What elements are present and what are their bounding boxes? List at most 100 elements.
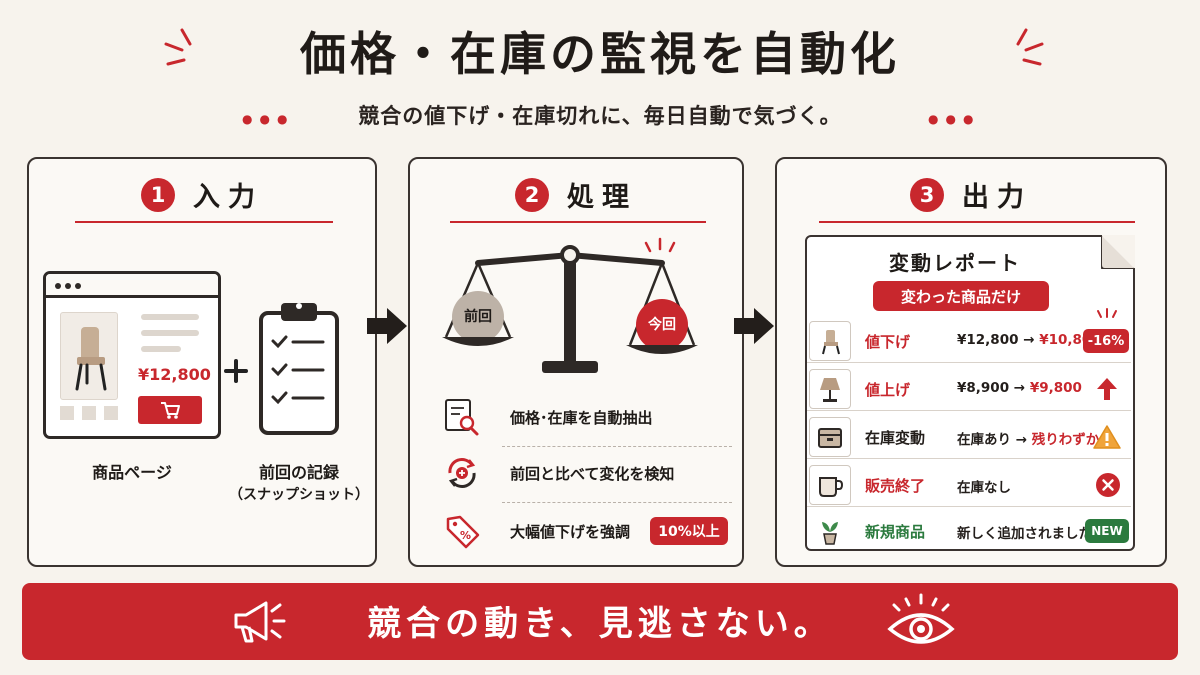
chair-icon bbox=[822, 330, 840, 355]
change-detect-icon bbox=[448, 458, 476, 488]
product-page-browser: ¥12,800 bbox=[43, 271, 221, 439]
add-to-cart-button[interactable] bbox=[138, 396, 202, 424]
page-title: 価格・在庫の監視を自動化 bbox=[300, 27, 900, 81]
lamp-icon bbox=[820, 378, 840, 402]
warning-icon bbox=[1093, 425, 1121, 449]
emphasis-lines-right-icon bbox=[1016, 28, 1044, 66]
product-thumbnail bbox=[809, 369, 851, 409]
product-thumbnail bbox=[809, 417, 851, 457]
slogan-banner: 競合の動き、見逃さない。 bbox=[22, 583, 1178, 660]
report-title: 変動レポート bbox=[889, 251, 1021, 275]
plus-icon bbox=[224, 359, 248, 383]
text-placeholder-line bbox=[141, 330, 199, 336]
thumbnail bbox=[82, 406, 96, 420]
change-from: ¥12,800 → bbox=[957, 332, 1035, 348]
product-page-label: 商品ページ bbox=[92, 463, 172, 482]
storage-box-icon bbox=[818, 428, 842, 448]
page-subtitle: 競合の値下げ・在庫切れに、毎日自動で気づく。 bbox=[358, 104, 842, 128]
change-detail: 新しく追加されました bbox=[957, 522, 1092, 542]
discount-tag-icon: % bbox=[446, 515, 480, 549]
dots-decoration-right: ●●● bbox=[928, 112, 981, 126]
text-placeholder-line bbox=[141, 346, 181, 352]
change-type: 販売終了 bbox=[865, 477, 926, 495]
flow-arrow-icon bbox=[734, 308, 774, 344]
step-title-underline bbox=[450, 221, 706, 223]
change-type: 値下げ bbox=[865, 333, 911, 351]
megaphone-icon bbox=[234, 601, 286, 643]
change-type: 在庫変動 bbox=[865, 429, 926, 447]
step-number-badge: 2 bbox=[515, 177, 549, 212]
step-panel-output: 3 出力 変動レポート 変わった商品だけ 値下げ ¥12,800 → ¥10,8… bbox=[775, 157, 1167, 567]
step-header: 2 処理 bbox=[410, 175, 742, 214]
step-title: 入力 bbox=[193, 182, 263, 213]
thumbnail bbox=[104, 406, 118, 420]
process-item-extract: 価格･在庫を自動抽出 bbox=[440, 395, 740, 439]
change-from: ¥8,900 → bbox=[957, 380, 1026, 396]
product-price: ¥12,800 bbox=[138, 365, 211, 384]
document-search-icon bbox=[445, 399, 479, 436]
new-badge: NEW bbox=[1085, 519, 1129, 543]
threshold-badge: 10%以上 bbox=[650, 517, 728, 545]
change-detail: 在庫あり → 残りわずか bbox=[957, 428, 1099, 448]
report-row-new-product: 新規商品 新しく追加されました NEW bbox=[807, 509, 1131, 553]
change-from: 在庫なし bbox=[957, 480, 1011, 496]
step-header: 3 出力 bbox=[777, 175, 1165, 214]
slogan-text: 競合の動き、見逃さない。 bbox=[367, 604, 833, 644]
report-row-stock-change: 在庫変動 在庫あり → 残りわずか bbox=[807, 415, 1131, 459]
mug-icon bbox=[819, 477, 844, 497]
report-filter-tag: 変わった商品だけ bbox=[873, 281, 1049, 311]
product-image bbox=[60, 312, 118, 400]
scale-right-label: 今回 bbox=[648, 317, 676, 333]
report-row-price-up: 値上げ ¥8,900 → ¥9,800 bbox=[807, 367, 1131, 411]
close-circle-icon bbox=[1096, 473, 1120, 497]
flow-arrow-icon bbox=[367, 308, 407, 344]
emphasis-lines-left-icon bbox=[164, 28, 192, 66]
svg-text:%: % bbox=[460, 529, 471, 542]
process-item-compare: 前回と比べて変化を検知 bbox=[440, 451, 740, 495]
record-label: 前回の記録 bbox=[258, 463, 339, 482]
record-sublabel: （スナップショット） bbox=[229, 487, 369, 503]
step-title-underline bbox=[75, 221, 333, 223]
step-title: 処理 bbox=[567, 182, 637, 213]
product-thumbnail bbox=[809, 511, 851, 551]
step-panel-input: 1 入力 ¥12,800 商品ページ bbox=[27, 157, 377, 567]
page-fold-icon bbox=[1101, 235, 1135, 269]
step-number-badge: 3 bbox=[910, 177, 944, 212]
change-from: 在庫あり → bbox=[957, 432, 1028, 448]
process-item-text: 前回と比べて変化を検知 bbox=[510, 464, 675, 483]
change-detail: ¥8,900 → ¥9,800 bbox=[957, 380, 1082, 396]
arrow-up-icon bbox=[1097, 378, 1117, 400]
emphasis-lines-icon bbox=[1097, 308, 1117, 318]
product-thumbnail bbox=[809, 321, 851, 361]
step-number-badge: 1 bbox=[141, 177, 175, 212]
cart-icon bbox=[161, 402, 180, 419]
change-detail: ¥12,800 → ¥10,800 bbox=[957, 332, 1101, 348]
report-row-discontinued: 販売終了 在庫なし bbox=[807, 463, 1131, 507]
change-to: ¥9,800 bbox=[1029, 380, 1082, 396]
step-panel-process: 2 処理 前回 今回 価格･在庫を自動抽出 bbox=[408, 157, 744, 567]
thumbnail bbox=[60, 406, 74, 420]
change-type: 値上げ bbox=[865, 381, 911, 399]
scale-left-label: 前回 bbox=[464, 309, 492, 325]
plant-icon bbox=[822, 522, 838, 545]
browser-titlebar bbox=[46, 274, 218, 298]
change-to: 残りわずか bbox=[1031, 432, 1100, 448]
step-header: 1 入力 bbox=[29, 175, 375, 214]
product-thumbnail bbox=[809, 465, 851, 505]
change-from: 新しく追加されました bbox=[957, 526, 1092, 542]
window-dots-icon bbox=[55, 283, 81, 289]
process-item-text: 大幅値下げを強調 bbox=[510, 522, 631, 541]
report-row-price-down: 値下げ ¥12,800 → ¥10,800 -16% bbox=[807, 308, 1131, 363]
process-item-highlight: % 大幅値下げを強調 bbox=[440, 509, 740, 553]
eye-icon bbox=[887, 593, 955, 644]
change-detail: 在庫なし bbox=[957, 476, 1011, 496]
dots-decoration-left: ●●● bbox=[242, 112, 295, 126]
balance-scale-icon bbox=[442, 237, 698, 373]
change-type: 新規商品 bbox=[865, 523, 926, 541]
process-item-text: 価格･在庫を自動抽出 bbox=[510, 408, 653, 427]
divider bbox=[502, 502, 732, 503]
clipboard-icon bbox=[259, 303, 339, 435]
text-placeholder-line bbox=[141, 314, 199, 320]
divider bbox=[502, 446, 732, 447]
discount-badge: -16% bbox=[1083, 329, 1129, 353]
